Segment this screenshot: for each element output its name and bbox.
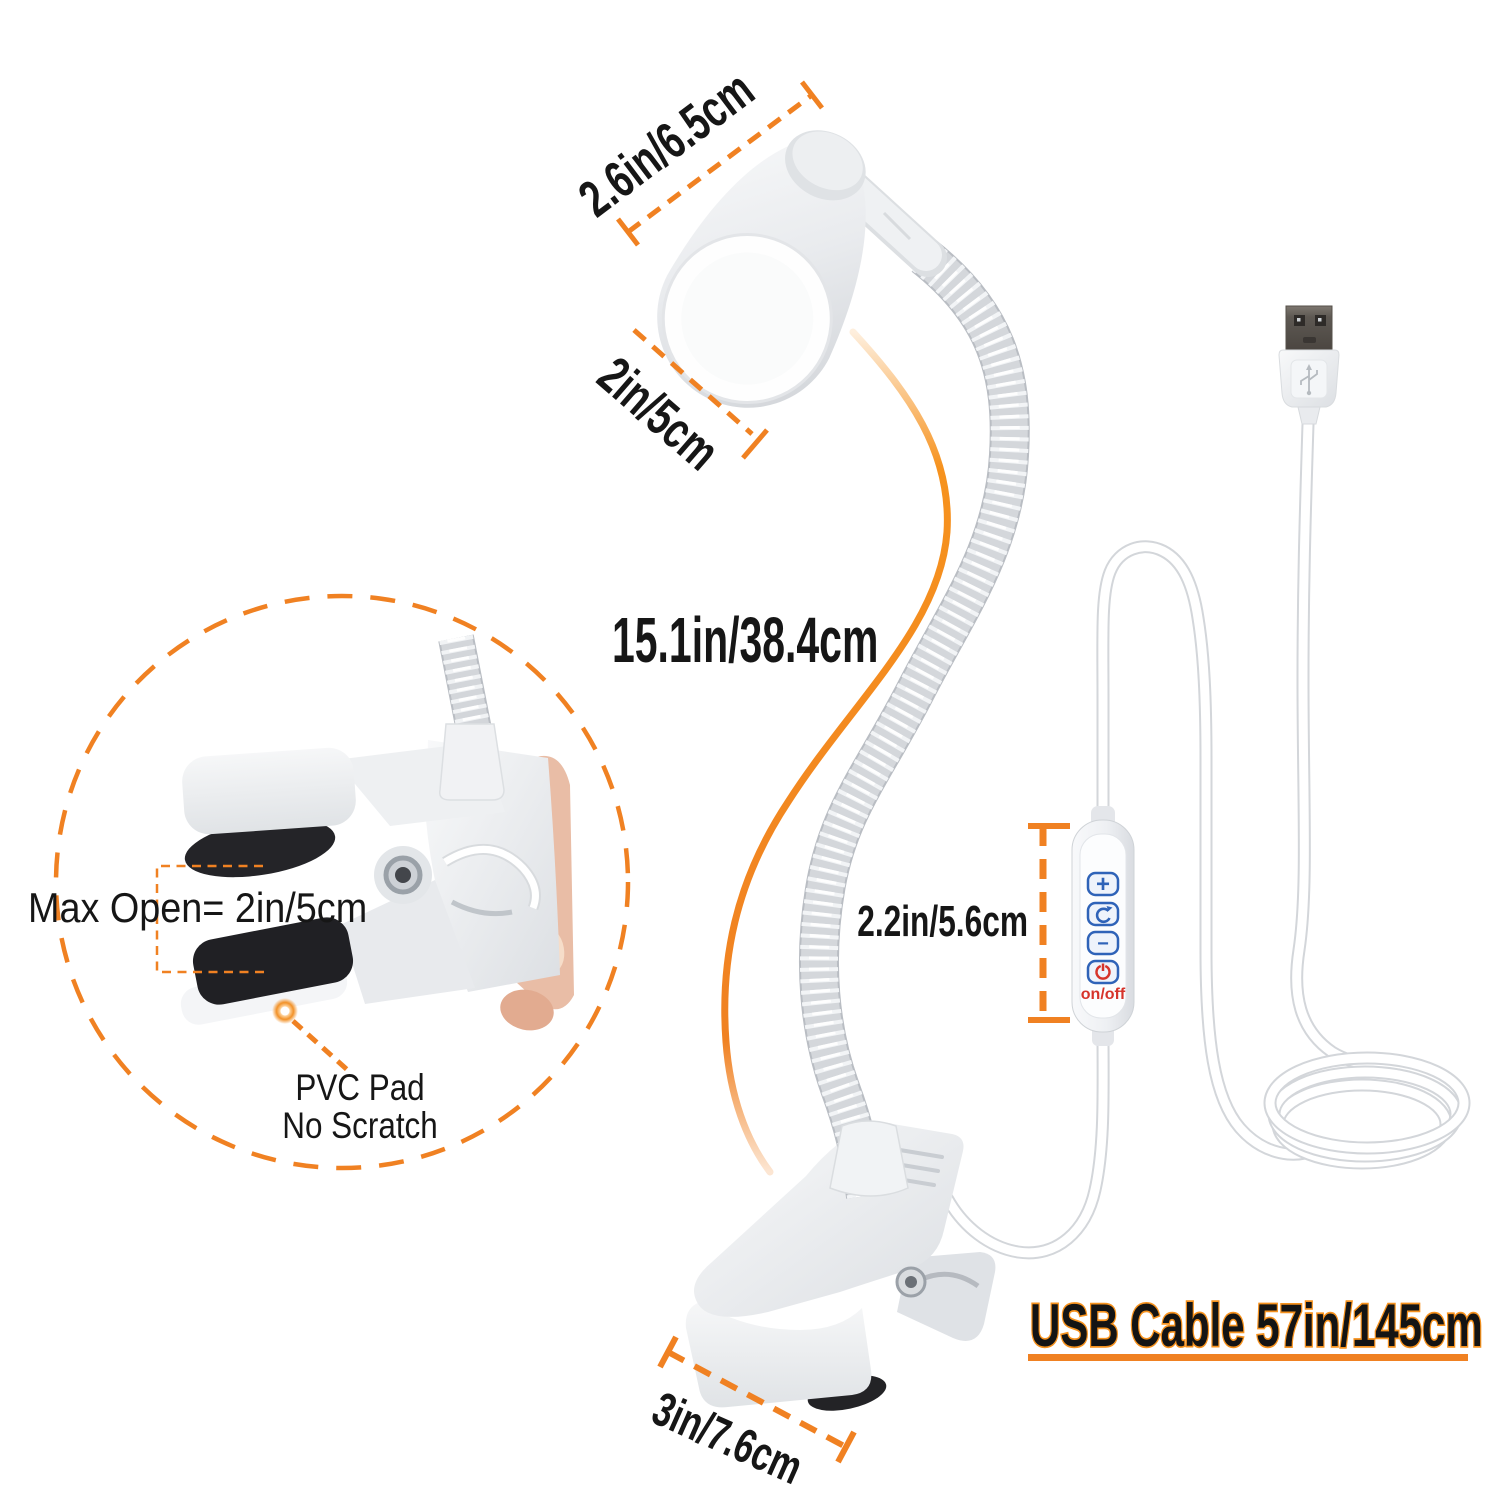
max-open-bracket: [155, 864, 267, 974]
dim-tick: [800, 80, 824, 110]
label-gooseneck-length: 15.1in/38.4cm: [612, 605, 878, 676]
remote-buttons: + − on/off: [1081, 871, 1126, 1003]
power-button[interactable]: [1086, 959, 1120, 985]
svg-text:No Scratch: No Scratch: [282, 1106, 438, 1147]
brightness-down-button[interactable]: [1086, 930, 1120, 956]
usb-metal-shell: [1285, 305, 1333, 351]
svg-text:USB Cable 57in/145cm: USB Cable 57in/145cm: [1030, 1292, 1483, 1359]
inset-collar: [438, 723, 505, 801]
dimension-lines: [616, 80, 1070, 1464]
gooseneck-collar: [829, 1120, 909, 1197]
label-controller-length: 2.2in/5.6cm: [857, 897, 1028, 946]
inset-upper-pad: [184, 818, 336, 878]
svg-text:2.2in/5.6cm: 2.2in/5.6cm: [857, 897, 1028, 946]
dim-tick: [616, 217, 640, 247]
label-pvc-pad-2: No Scratch: [282, 1106, 438, 1147]
dim-line-shade-top: [626, 92, 814, 235]
label-max-open: Max Open= 2in/5cm: [28, 885, 367, 931]
gooseneck: [798, 240, 1030, 1199]
clip-closeup-inset: [180, 634, 574, 1031]
usb-strain-relief: [1297, 406, 1321, 425]
inset-lower-pad: [192, 917, 354, 1005]
dim-tick: [657, 1335, 679, 1369]
usb-pin-2: [1318, 318, 1322, 322]
inset-spring: [450, 899, 513, 917]
usb-plug-icon: [1278, 305, 1340, 425]
minus-icon: −: [1097, 933, 1109, 955]
clip-hinge-screw-center: [905, 1276, 917, 1288]
usb-trident-icon: [1300, 364, 1318, 396]
lamp-cap-top: [792, 131, 863, 191]
inset-clamp-head: [182, 747, 356, 835]
usb-cable: [931, 423, 1471, 1260]
brightness-up-button[interactable]: [1086, 871, 1120, 897]
fingertip: [500, 989, 554, 1031]
pvc-glow-core: [280, 1006, 290, 1016]
cable-coil: [1263, 1051, 1471, 1170]
orange-accent-swoosh: [721, 328, 951, 1176]
svg-text:PVC Pad: PVC Pad: [295, 1068, 424, 1109]
inset-cable-core: [443, 846, 539, 910]
usb-slot: [1303, 337, 1316, 343]
usb-pin-1: [1297, 318, 1301, 322]
inset-screw-socket: [395, 867, 411, 883]
plus-icon: +: [1096, 871, 1110, 898]
label-pvc-pad-1: PVC Pad: [295, 1068, 424, 1109]
power-icon: [1095, 964, 1111, 980]
on-off-label: on/off: [1081, 986, 1126, 1003]
inset-dashed-circle: [53, 593, 631, 1171]
dim-line-clip: [666, 1349, 848, 1450]
label-usb-cable: USB Cable 57in/145cm: [1029, 1290, 1485, 1360]
usb-label-underline: [1028, 1354, 1468, 1361]
svg-text:Max Open= 2in/5cm: Max Open= 2in/5cm: [28, 885, 367, 931]
lamp-head: [657, 130, 866, 408]
inset-lower-arm: [340, 880, 475, 1004]
mode-cycle-icon: [1095, 907, 1111, 924]
clip-bottom-jaw: [685, 1302, 872, 1408]
inset-gooseneck-stub: [438, 634, 492, 734]
dim-tick: [835, 1430, 857, 1464]
lamp-diffuser: [681, 252, 814, 385]
mode-cycle-arrow: [1106, 906, 1113, 911]
svg-text:15.1in/38.4cm: 15.1in/38.4cm: [612, 605, 878, 676]
remote-control: + − on/off: [1071, 806, 1135, 1046]
pvc-leader-line: [291, 1019, 354, 1076]
dim-line-shade-face: [632, 328, 754, 436]
dim-tick: [741, 428, 769, 460]
